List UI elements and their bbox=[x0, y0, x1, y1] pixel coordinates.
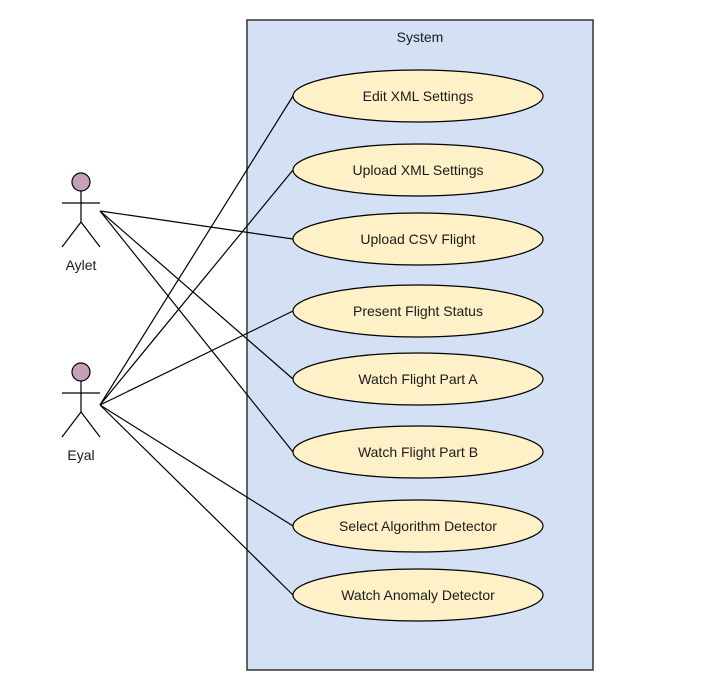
use-case-label: Watch Flight Part B bbox=[358, 444, 478, 460]
use-case-watch-flight-part-b[interactable]: Watch Flight Part B bbox=[292, 425, 544, 479]
association-eyal-select-algorithm-detector bbox=[99, 404, 294, 527]
use-case-select-algorithm-detector[interactable]: Select Algorithm Detector bbox=[292, 499, 544, 553]
use-case-label: Upload CSV Flight bbox=[360, 231, 475, 247]
use-case-present-flight-status[interactable]: Present Flight Status bbox=[292, 284, 544, 338]
actor-name: Eyal bbox=[67, 447, 94, 463]
actor-aylet[interactable]: Aylet bbox=[61, 172, 101, 273]
actor-head-icon bbox=[71, 362, 91, 382]
use-case-label: Watch Anomaly Detector bbox=[341, 587, 495, 603]
use-case-label: Select Algorithm Detector bbox=[339, 518, 497, 534]
use-case-label: Watch Flight Part A bbox=[358, 371, 478, 387]
association-eyal-edit-xml-settings bbox=[99, 95, 294, 406]
use-case-upload-xml-settings[interactable]: Upload XML Settings bbox=[292, 143, 544, 197]
system-boundary bbox=[246, 19, 594, 671]
stick-figure-icon bbox=[61, 191, 101, 248]
system-title: System bbox=[397, 29, 444, 45]
use-case-ellipse[interactable] bbox=[292, 499, 544, 553]
use-case-ellipse[interactable] bbox=[292, 425, 544, 479]
association-eyal-upload-xml-settings bbox=[99, 169, 294, 406]
use-case-ellipse[interactable] bbox=[292, 212, 544, 266]
use-case-label: Present Flight Status bbox=[353, 303, 483, 319]
actor-name: Aylet bbox=[66, 257, 97, 273]
use-case-label: Edit XML Settings bbox=[363, 88, 474, 104]
use-case-ellipse[interactable] bbox=[292, 568, 544, 622]
use-case-ellipse[interactable] bbox=[292, 352, 544, 406]
stick-figure-icon bbox=[61, 381, 101, 438]
use-case-watch-anomaly-detector[interactable]: Watch Anomaly Detector bbox=[292, 568, 544, 622]
use-case-watch-flight-part-a[interactable]: Watch Flight Part A bbox=[292, 352, 544, 406]
use-case-ellipse[interactable] bbox=[292, 143, 544, 197]
association-eyal-watch-anomaly-detector bbox=[99, 404, 294, 596]
use-case-ellipse[interactable] bbox=[292, 284, 544, 338]
use-case-edit-xml-settings[interactable]: Edit XML Settings bbox=[292, 69, 544, 123]
association-aylet-watch-flight-part-b bbox=[99, 210, 294, 453]
association-eyal-present-flight-status bbox=[99, 310, 294, 406]
actor-head-icon bbox=[71, 172, 91, 192]
association-aylet-watch-flight-part-a bbox=[99, 210, 294, 380]
use-case-upload-csv-flight[interactable]: Upload CSV Flight bbox=[292, 212, 544, 266]
use-case-ellipse[interactable] bbox=[292, 69, 544, 123]
use-case-label: Upload XML Settings bbox=[353, 162, 484, 178]
actor-eyal[interactable]: Eyal bbox=[61, 362, 101, 463]
association-aylet-upload-csv-flight bbox=[99, 210, 294, 240]
